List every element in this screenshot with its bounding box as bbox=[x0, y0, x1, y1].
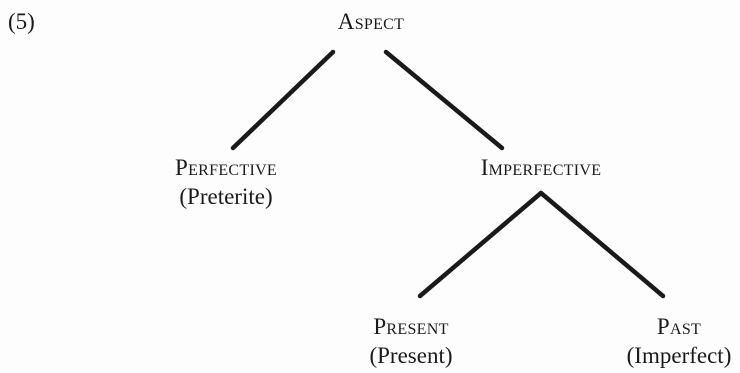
node-perfective-gloss: (Preterite) bbox=[179, 184, 273, 209]
node-aspect: Aspect bbox=[338, 8, 404, 36]
node-imperfective: Imperfective bbox=[481, 154, 602, 182]
edge-imperfective-past bbox=[538, 190, 666, 299]
node-imperfective-label: Imperfective bbox=[480, 155, 602, 180]
node-present-gloss: (Present) bbox=[369, 343, 453, 368]
node-aspect-label: Aspect bbox=[337, 9, 405, 34]
node-present-label: Present bbox=[373, 314, 449, 339]
edge-aspect-imperfective bbox=[383, 49, 505, 151]
node-perfective: Perfective (Preterite) bbox=[175, 154, 277, 212]
node-perfective-label: Perfective bbox=[174, 155, 278, 180]
example-number: (5) bbox=[8, 9, 35, 34]
node-past-label: Past bbox=[656, 314, 702, 339]
node-past-gloss: (Imperfect) bbox=[626, 343, 732, 368]
node-past: Past (Imperfect) bbox=[627, 313, 732, 371]
node-present: Present (Present) bbox=[369, 313, 452, 371]
edge-imperfective-present bbox=[417, 190, 544, 299]
edge-aspect-perfective bbox=[230, 49, 336, 151]
